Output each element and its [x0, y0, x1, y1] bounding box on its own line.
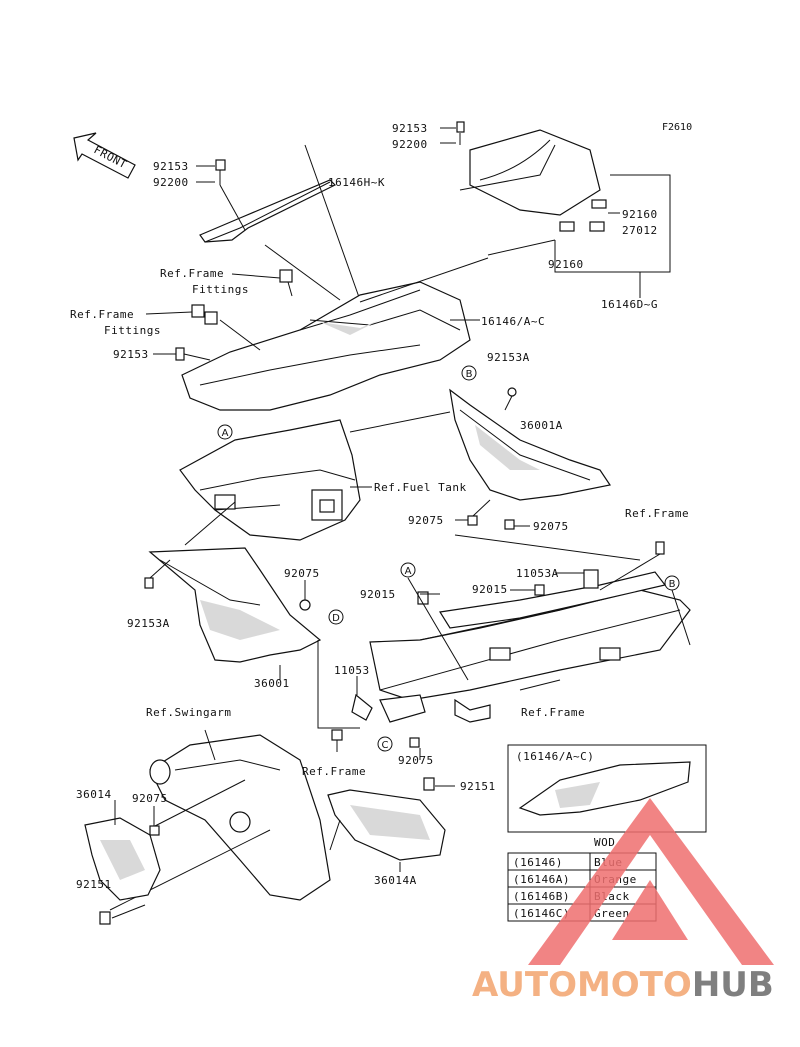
- ref-label: Fittings: [104, 324, 161, 337]
- callout-a-frame: A: [400, 562, 416, 578]
- part-label: 92153A: [487, 351, 530, 364]
- svg-text:B: B: [669, 579, 676, 590]
- grommet-icon: [467, 515, 515, 530]
- bolt-icon: [599, 541, 665, 591]
- variant-inset: (16146/A~C) WOD: [507, 744, 707, 849]
- part-label: 92160: [622, 208, 658, 221]
- side-trim-part: [199, 179, 337, 243]
- part-label: 36014: [76, 788, 112, 801]
- part-label: 92075: [132, 792, 168, 805]
- grommet-icon: [507, 387, 517, 397]
- part-label: 36001A: [520, 419, 563, 432]
- watermark-part-2: HUB: [692, 965, 774, 1005]
- table-cell-code: (16146): [513, 856, 563, 869]
- part-label: 36014A: [374, 874, 417, 887]
- side-panel-right-part: [449, 388, 611, 501]
- part-label: 92075: [398, 754, 434, 767]
- ref-label: Ref.Frame: [521, 706, 585, 719]
- seat-cowl-part: [459, 129, 607, 232]
- grommet-icon: [299, 599, 311, 611]
- callout-c: C: [377, 736, 393, 752]
- part-label: 92200: [153, 176, 189, 189]
- svg-text:B: B: [466, 369, 473, 380]
- bolt-icon: [144, 559, 171, 589]
- part-label: 16146H~K: [328, 176, 385, 189]
- part-label: 92153: [392, 122, 428, 135]
- grommet-icon: [409, 737, 420, 748]
- table-cell-color: Green: [594, 907, 630, 920]
- chain-guard-left-part: [84, 817, 161, 901]
- frame-part: [369, 571, 691, 723]
- part-label: 11053: [334, 664, 370, 677]
- bolt-icon: [423, 777, 435, 791]
- part-label: 92153: [113, 348, 149, 361]
- part-label: 92153: [153, 160, 189, 173]
- part-label: 16146D~G: [601, 298, 658, 311]
- side-panel-left-part: [148, 547, 322, 663]
- inset-title: (16146/A~C): [516, 750, 594, 763]
- ref-label: Ref.Swingarm: [146, 706, 231, 719]
- watermark-part-1: AUTOMOTO: [472, 965, 692, 1005]
- ref-label: Ref.Frame: [70, 308, 134, 321]
- chain-guard-right-part: [327, 789, 446, 861]
- part-label: 92151: [460, 780, 496, 793]
- part-label: 92075: [284, 567, 320, 580]
- part-label: 92200: [392, 138, 428, 151]
- part-label: 11053A: [516, 567, 559, 580]
- table-cell-code: (16146C): [513, 907, 570, 920]
- callout-b-frame: B: [664, 575, 680, 591]
- grommet-icon: [149, 825, 160, 836]
- part-label: 27012: [622, 224, 658, 237]
- watermark-text: AUTOMOTOHUB: [472, 965, 774, 1005]
- part-label: 92015: [472, 583, 508, 596]
- ref-label: Ref.Fuel Tank: [374, 481, 467, 494]
- fuel-tank-part: [179, 419, 361, 541]
- swingarm-part: [149, 734, 331, 901]
- ref-label: Ref.Frame: [625, 507, 689, 520]
- svg-text:A: A: [222, 428, 229, 439]
- callout-d: D: [328, 609, 344, 625]
- part-label: 92151: [76, 878, 112, 891]
- front-arrow-icon: FRONT: [73, 132, 136, 179]
- svg-text:D: D: [332, 613, 340, 624]
- part-label: 92015: [360, 588, 396, 601]
- fitting-bracket-icon: [191, 269, 293, 325]
- bolt-icon: [99, 911, 111, 925]
- bracket-icon: [417, 569, 599, 605]
- callout-b: B: [461, 365, 477, 381]
- bolt-icon: [456, 121, 465, 145]
- part-label: 16146/A~C: [481, 315, 545, 328]
- svg-text:C: C: [382, 740, 389, 751]
- ref-label: Ref.Frame: [302, 765, 366, 778]
- table-cell-code: (16146B): [513, 890, 570, 903]
- ref-label: Ref.Frame: [160, 267, 224, 280]
- figure-code: F2610: [662, 122, 692, 133]
- part-label: 92075: [533, 520, 569, 533]
- table-cell-code: (16146A): [513, 873, 570, 886]
- bracket-icon: [331, 693, 373, 752]
- table-header: WOD: [594, 836, 615, 849]
- callout-a: A: [217, 424, 233, 440]
- part-label: 92075: [408, 514, 444, 527]
- watermark-logo: [528, 798, 774, 965]
- part-label: 92160: [548, 258, 584, 271]
- side-cover-part: [181, 281, 471, 411]
- svg-text:A: A: [405, 566, 412, 577]
- part-label: 36001: [254, 677, 290, 690]
- bolt-icon: [175, 347, 211, 361]
- part-label: 92153A: [127, 617, 170, 630]
- bolt-icon: [215, 159, 246, 231]
- ref-label: Fittings: [192, 283, 249, 296]
